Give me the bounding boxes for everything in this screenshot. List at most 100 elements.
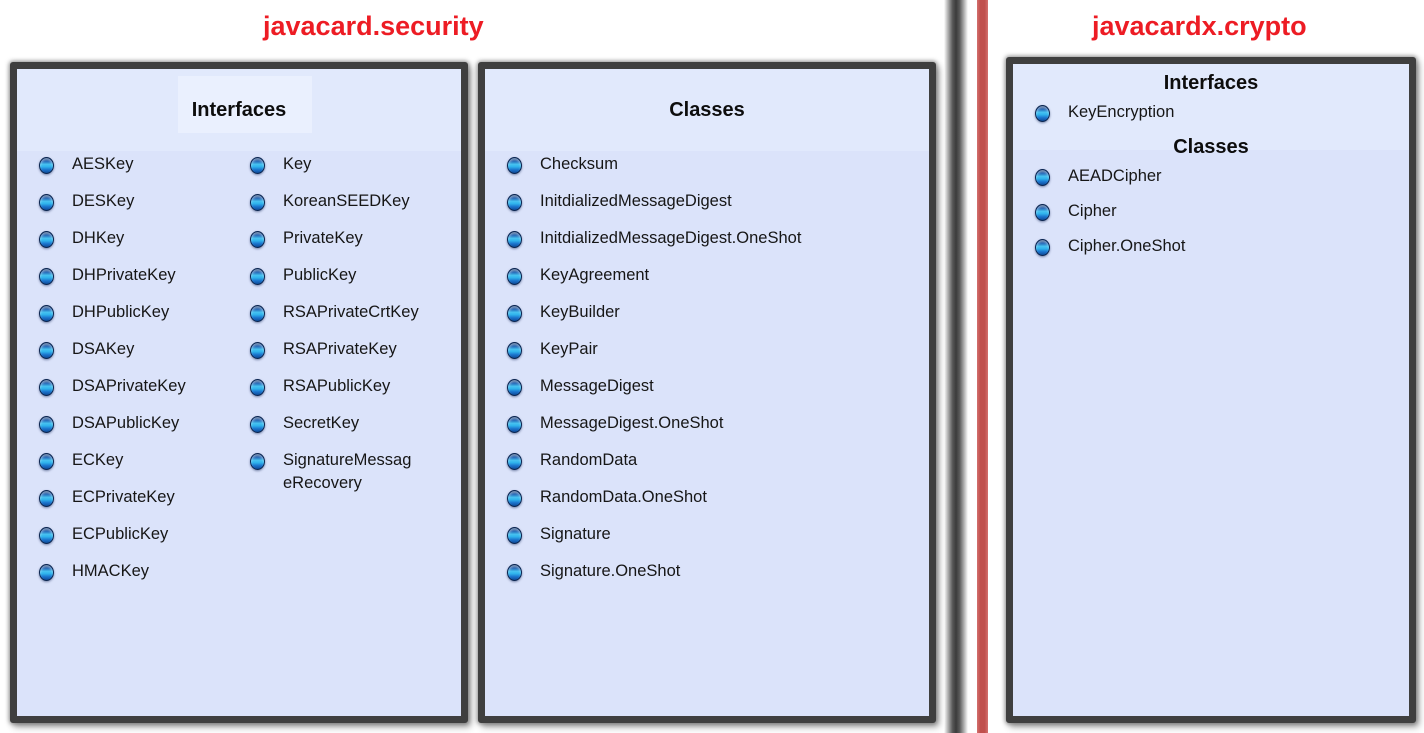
sphere-bullet-icon [507,342,522,359]
sphere-bullet-icon [507,231,522,248]
item-label: KeyPair [540,340,598,358]
header-highlight-artifact [178,76,312,133]
list-item: Key [250,153,461,176]
list-item: Cipher.OneShot [1035,235,1409,257]
list-item: DSAPublicKey [39,412,250,435]
item-label: Cipher.OneShot [1068,237,1186,255]
list-item: KeyBuilder [507,301,929,324]
item-label: AEADCipher [1068,167,1162,185]
list-item: SecretKey [250,412,461,435]
sphere-bullet-icon [39,490,54,507]
item-label: RandomData [540,451,638,469]
item-label: ECKey [72,451,124,469]
list-item: KeyEncryption [1035,101,1409,123]
sphere-bullet-icon [1035,239,1050,256]
sphere-bullet-icon [507,268,522,285]
item-label: DSAPrivateKey [72,377,186,395]
section-title-javacardx-crypto: javacardx.crypto [1092,11,1307,41]
item-label: Checksum [540,155,618,173]
list-item: RSAPublicKey [250,375,461,398]
list-item: MessageDigest [507,375,929,398]
item-label: DHPublicKey [72,303,170,321]
list-item: InitdializedMessageDigest [507,190,929,213]
sphere-bullet-icon [250,231,265,248]
sphere-bullet-icon [507,453,522,470]
item-label: SecretKey [283,414,360,432]
item-label: RandomData.OneShot [540,488,707,506]
divider-bar-gray [944,0,968,733]
crypto-panel: Interfaces KeyEncryption Classes AEADCip… [1006,57,1416,723]
item-label: HMACKey [72,562,150,580]
item-label: ECPrivateKey [72,488,175,506]
list-item: RandomData [507,449,929,472]
panel-header: Classes [1173,136,1249,158]
item-label: KeyBuilder [540,303,620,321]
item-label: InitdializedMessageDigest [540,192,732,210]
item-label: Signature [540,525,611,543]
item-label: KeyAgreement [540,266,650,284]
panel-header: Interfaces [191,98,287,121]
item-label: InitdializedMessageDigest.OneShot [540,229,802,247]
item-label: AESKey [72,155,134,173]
item-label: DHPrivateKey [72,266,176,284]
section-title-javacard-security: javacard.security [263,11,484,41]
sphere-bullet-icon [507,194,522,211]
list-item: KeyPair [507,338,929,361]
item-label: KoreanSEEDKey [283,192,410,210]
classes-panel: Classes Checksum InitdializedMessageDige… [478,62,936,723]
list-item: DSAPrivateKey [39,375,250,398]
item-label: DSAPublicKey [72,414,180,432]
panel-header: Interfaces [1163,72,1259,94]
list-item: DSAKey [39,338,250,361]
sphere-bullet-icon [507,490,522,507]
sphere-bullet-icon [250,194,265,211]
list-item: PublicKey [250,264,461,287]
sphere-bullet-icon [39,342,54,359]
list-item: Checksum [507,153,929,176]
item-label: ECPublicKey [72,525,169,543]
interfaces-column-1: AESKey DESKey DHKey DHPrivateKey [17,151,250,597]
list-item: RandomData.OneShot [507,486,929,509]
item-label: MessageDigest [540,377,654,395]
sphere-bullet-icon [1035,169,1050,186]
item-label: RSAPrivateCrtKey [283,303,419,321]
item-label: DESKey [72,192,135,210]
list-item: ECPrivateKey [39,486,250,509]
list-item: RSAPrivateCrtKey [250,301,461,324]
sphere-bullet-icon [507,379,522,396]
sphere-bullet-icon [250,305,265,322]
item-label: DHKey [72,229,125,247]
list-item: RSAPrivateKey [250,338,461,361]
list-item: ECKey [39,449,250,472]
sphere-bullet-icon [507,527,522,544]
crypto-interfaces-group: Interfaces KeyEncryption [1013,72,1409,123]
interfaces-list-1: AESKey DESKey DHKey DHPrivateKey [17,153,250,583]
sphere-bullet-icon [39,453,54,470]
list-item: MessageDigest.OneShot [507,412,929,435]
sphere-bullet-icon [39,379,54,396]
divider-bar-red [977,0,988,733]
sphere-bullet-icon [507,305,522,322]
sphere-bullet-icon [507,157,522,174]
list-item: DHKey [39,227,250,250]
sphere-bullet-icon [507,416,522,433]
list-item: DESKey [39,190,250,213]
sphere-bullet-icon [39,564,54,581]
sphere-bullet-icon [39,305,54,322]
item-label: MessageDigest.OneShot [540,414,724,432]
sphere-bullet-icon [39,194,54,211]
list-item: ECPublicKey [39,523,250,546]
list-item: HMACKey [39,560,250,583]
item-label: DSAKey [72,340,135,358]
list-item: AEADCipher [1035,165,1409,187]
list-item: DHPrivateKey [39,264,250,287]
list-item: InitdializedMessageDigest.OneShot [507,227,929,250]
sphere-bullet-icon [39,157,54,174]
crypto-classes-group: Classes AEADCipher Cipher Cipher.OneShot [1013,136,1409,257]
interfaces-column-2: Key KoreanSEEDKey PrivateKey Pub [250,151,461,597]
item-label: SignatureMessag eRecovery [283,451,412,492]
item-label: PublicKey [283,266,357,284]
sphere-bullet-icon [1035,204,1050,221]
crypto-panel-header-strip [1013,64,1409,150]
item-label: Cipher [1068,202,1117,220]
